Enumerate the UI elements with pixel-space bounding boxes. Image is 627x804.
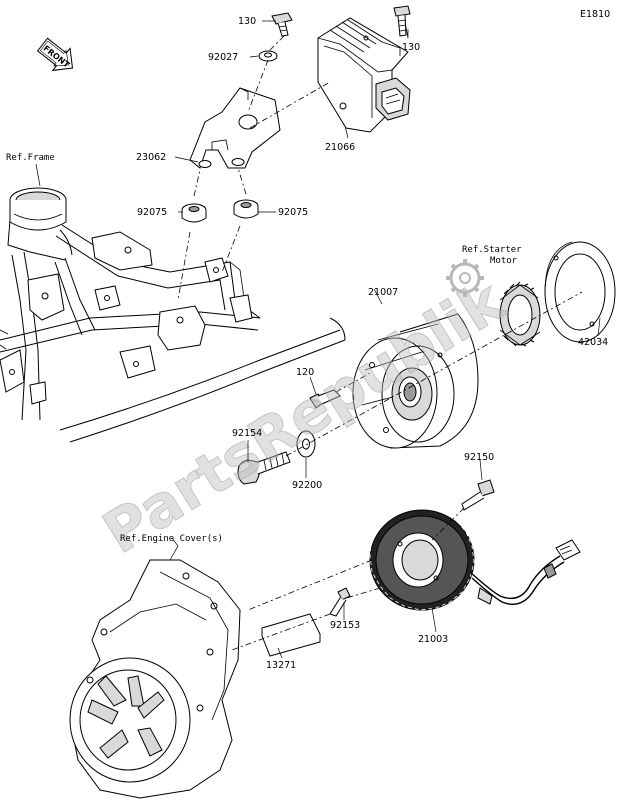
bolt-130-right <box>393 5 411 37</box>
washer-92200 <box>296 430 316 458</box>
label-13271: 13271 <box>266 660 296 671</box>
label-120: 120 <box>296 367 314 378</box>
bolt-120 <box>309 389 341 409</box>
label-21003: 21003 <box>418 634 448 645</box>
gear-watermark-icon <box>446 259 484 297</box>
ref-starter-motor-line2: Motor <box>490 256 518 266</box>
front-arrow-icon: FRONT <box>36 37 74 72</box>
label-130-left: 130 <box>238 16 256 27</box>
label-92154: 92154 <box>232 428 262 439</box>
bracket-23062 <box>189 87 281 169</box>
bolt-92150 <box>461 479 495 511</box>
label-23062: 23062 <box>136 152 166 163</box>
starter-clutch <box>499 281 541 347</box>
stator-assembly <box>69 479 581 799</box>
label-92200: 92200 <box>292 480 322 491</box>
label-21066: 21066 <box>325 142 355 153</box>
leader-lines <box>35 20 601 659</box>
label-92153: 92153 <box>330 620 360 631</box>
label-92150: 92150 <box>464 452 494 463</box>
grommet-92075-left <box>181 203 207 223</box>
bolt-92154 <box>237 451 291 485</box>
grommet-92075-right <box>233 199 259 219</box>
rotor-assembly <box>237 241 616 485</box>
ref-frame: Ref.Frame <box>6 153 55 163</box>
diagram-code: E1810 <box>580 9 610 20</box>
stator-21003 <box>369 505 581 611</box>
flywheel-rotor-21007 <box>352 313 479 449</box>
bolt-92153 <box>329 587 351 617</box>
label-21007: 21007 <box>368 287 398 298</box>
ref-engine-cover: Ref.Engine Cover(s) <box>120 534 223 544</box>
bolt-130-left <box>271 12 293 37</box>
label-92075-left: 92075 <box>137 207 167 218</box>
label-130-right: 130 <box>402 42 420 53</box>
engine-cover <box>69 559 241 799</box>
regulator-assembly <box>177 5 411 301</box>
frame-illustration <box>0 187 346 443</box>
regulator-rectifier-21066 <box>317 17 411 133</box>
label-92075-right: 92075 <box>278 207 308 218</box>
label-42034: 42034 <box>578 337 608 348</box>
part-labels: 130 130 92027 23062 92075 92075 21066 21… <box>6 16 608 671</box>
gear-ring-42034 <box>544 241 616 343</box>
ref-starter-motor-line1: Ref.Starter <box>462 245 522 255</box>
label-92027: 92027 <box>208 52 238 63</box>
plate-13271 <box>261 613 321 657</box>
